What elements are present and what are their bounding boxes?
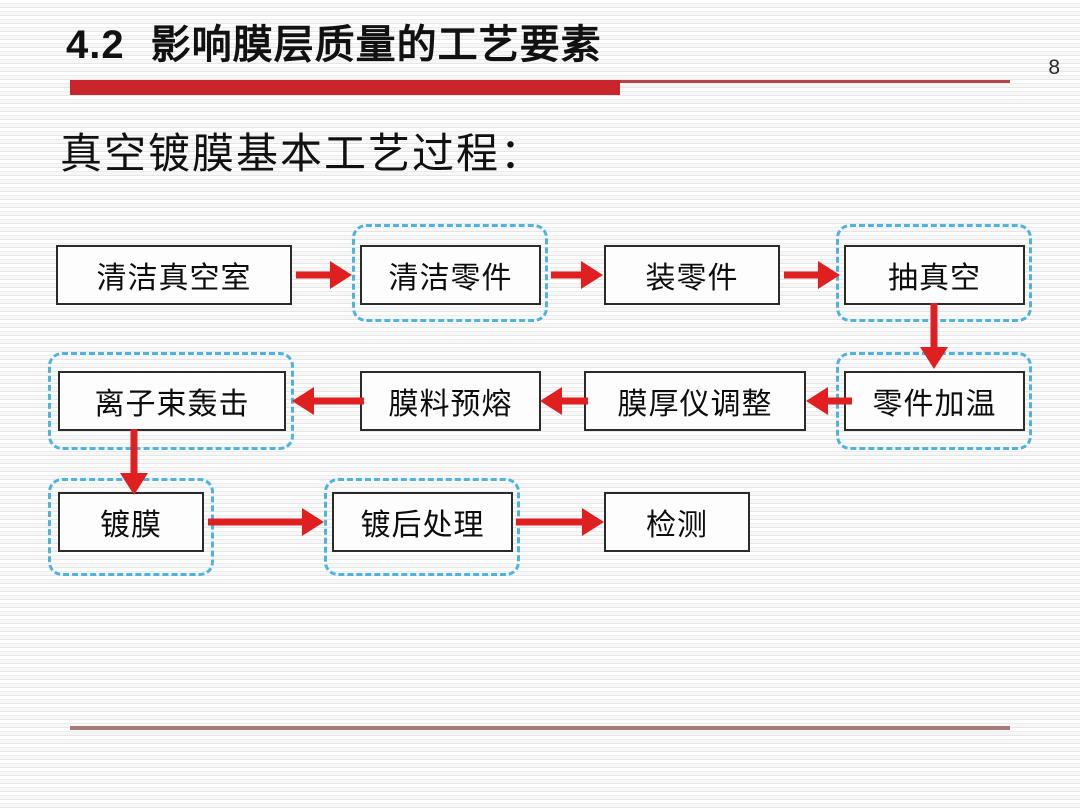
flow-node-label: 镀后处理 <box>360 509 485 542</box>
flow-node-label: 膜料预熔 <box>388 388 513 421</box>
flow-arrow-left-icon <box>540 387 588 415</box>
flow-node-label: 离子束轰击 <box>94 388 250 421</box>
flow-node-heat-parts[interactable]: 零件加温 <box>844 371 1025 431</box>
flow-node-label: 清洁真空室 <box>96 262 252 295</box>
flow-node-post-coating-treatment[interactable]: 镀后处理 <box>332 492 513 552</box>
title-underline-thick <box>70 80 620 95</box>
flow-arrow-down-icon <box>120 429 148 495</box>
flow-node-label: 检测 <box>646 509 708 542</box>
flow-node-inspection[interactable]: 检测 <box>604 492 750 552</box>
flow-node-premelt-coating-material[interactable]: 膜料预熔 <box>360 371 541 431</box>
flow-arrow-right-icon <box>784 261 840 289</box>
highlight-halo-post-coating-treatment <box>324 478 520 576</box>
flow-node-pump-vacuum[interactable]: 抽真空 <box>844 245 1025 305</box>
flow-node-label: 装零件 <box>645 262 739 295</box>
flow-arrow-right-icon <box>516 508 604 536</box>
flow-arrow-left-icon <box>292 387 364 415</box>
section-title-text: 影响膜层质量的工艺要素 <box>150 23 602 67</box>
flow-node-label: 清洁零件 <box>388 262 513 295</box>
page-title: 4.2 影响膜层质量的工艺要素 <box>66 12 602 70</box>
highlight-halo-clean-parts <box>352 224 548 322</box>
flow-node-load-parts[interactable]: 装零件 <box>604 245 780 305</box>
page-number: 8 <box>1048 56 1060 79</box>
flow-arrow-right-icon <box>208 508 324 536</box>
flow-node-thickness-monitor-adjust[interactable]: 膜厚仪调整 <box>584 371 806 431</box>
flow-node-clean-vacuum-chamber[interactable]: 清洁真空室 <box>56 245 292 305</box>
section-number: 4.2 <box>66 23 125 67</box>
flow-node-coating[interactable]: 镀膜 <box>58 492 204 552</box>
flow-node-label: 零件加温 <box>872 388 997 421</box>
flow-node-clean-parts[interactable]: 清洁零件 <box>360 245 541 305</box>
slide-subtitle: 真空镀膜基本工艺过程： <box>60 132 545 178</box>
flow-node-label: 抽真空 <box>888 262 981 295</box>
flow-arrow-left-icon <box>806 387 852 415</box>
flow-node-label: 镀膜 <box>100 509 162 542</box>
flow-arrow-right-icon <box>551 261 603 289</box>
flow-arrow-right-icon <box>296 261 352 289</box>
flow-node-label: 膜厚仪调整 <box>617 388 773 421</box>
footer-divider <box>70 726 1010 730</box>
flow-node-ion-beam-bombardment[interactable]: 离子束轰击 <box>58 371 286 431</box>
flow-arrow-down-icon <box>920 303 948 369</box>
